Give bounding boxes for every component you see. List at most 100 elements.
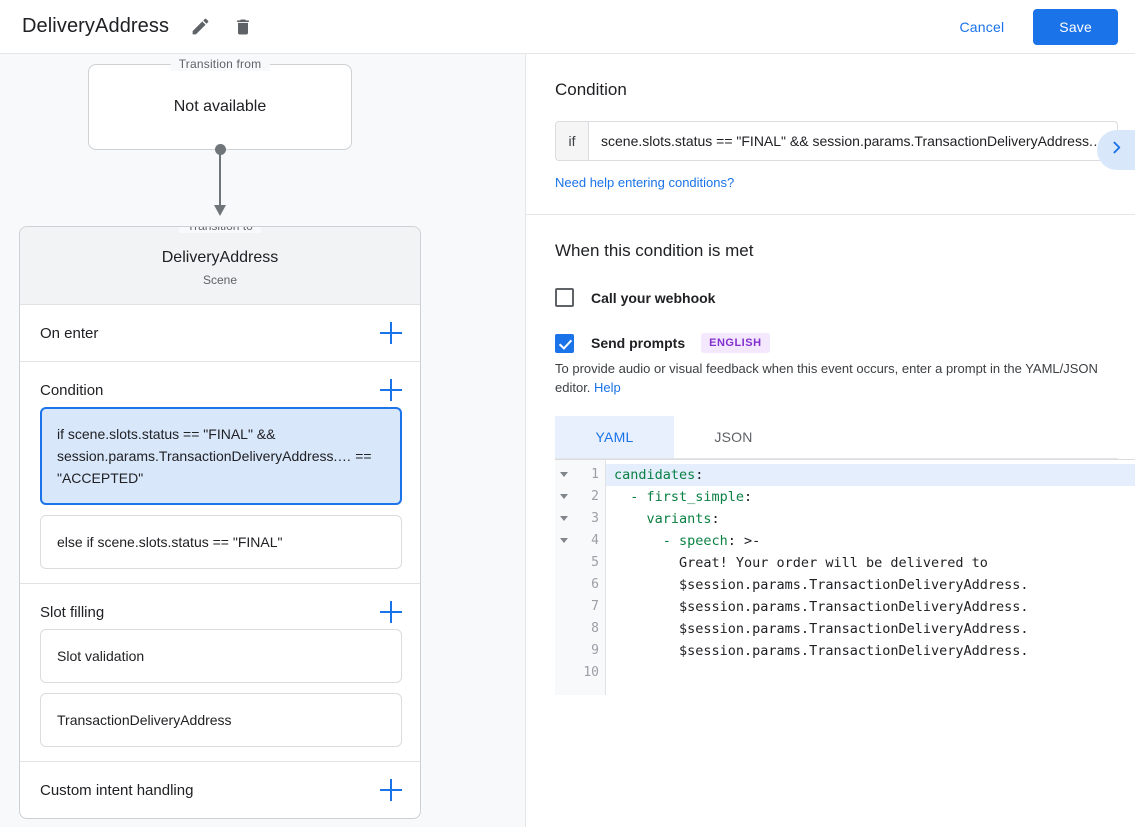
gutter-line-4: 4 xyxy=(555,530,605,552)
transition-to-title: DeliveryAddress xyxy=(161,249,279,266)
prompts-helper-text: To provide audio or visual feedback when… xyxy=(555,359,1118,397)
body-split: Transition from Not available Transition… xyxy=(0,54,1135,827)
tab-json[interactable]: JSON xyxy=(714,429,753,445)
condition-panel: Condition if Need help entering conditio… xyxy=(526,54,1135,215)
yaml-value: Great! Your order will be delivered to xyxy=(614,555,988,571)
send-prompts-checkbox[interactable] xyxy=(555,333,574,353)
yaml-key: - speech xyxy=(614,533,728,549)
expand-panel-button[interactable] xyxy=(1097,130,1135,170)
code-line-10[interactable] xyxy=(606,662,1135,684)
when-condition-met-title: When this condition is met xyxy=(555,241,754,260)
cancel-button[interactable]: Cancel xyxy=(947,10,1018,44)
condition-help-link[interactable]: Need help entering conditions? xyxy=(555,175,735,190)
transition-to-header[interactable]: DeliveryAddress Scene xyxy=(20,227,420,305)
gutter-line-10: 10 xyxy=(555,662,605,684)
section-body-condition: if scene.slots.status == "FINAL" && sess… xyxy=(20,407,420,583)
editor-code-area[interactable]: candidates: - first_simple: variants: - … xyxy=(606,460,1135,695)
section-header-condition[interactable]: Condition xyxy=(20,362,420,407)
condition-item[interactable]: else if scene.slots.status == "FINAL" xyxy=(40,515,402,569)
code-line-9[interactable]: $session.params.TransactionDeliveryAddre… xyxy=(606,640,1135,662)
section-title-custom-intent-handling: Custom intent handling xyxy=(40,781,194,799)
yaml-value: $session.params.TransactionDeliveryAddre… xyxy=(614,643,1029,659)
call-webhook-label: Call your webhook xyxy=(591,289,716,306)
page-title: DeliveryAddress xyxy=(22,15,170,37)
condition-panel-title: Condition xyxy=(555,80,627,99)
section-title-condition: Condition xyxy=(40,381,104,399)
call-webhook-checkbox[interactable] xyxy=(555,288,574,307)
section-title-slot-filling: Slot filling xyxy=(40,603,105,621)
gutter-line-8: 8 xyxy=(555,618,605,640)
webhook-row[interactable]: Call your webhook xyxy=(555,288,1135,307)
condition-item-selected[interactable]: if scene.slots.status == "FINAL" && sess… xyxy=(40,407,402,505)
save-button[interactable]: Save xyxy=(1033,8,1118,45)
line-number: 10 xyxy=(583,665,599,680)
transition-from-legend: Transition from xyxy=(170,57,270,71)
transition-graph: Transition from Not available Transition… xyxy=(0,54,525,819)
code-line-3[interactable]: variants: xyxy=(606,508,1135,530)
transition-to-card: Transition to DeliveryAddress Scene On e… xyxy=(19,226,421,819)
fold-triangle-icon[interactable] xyxy=(560,516,568,521)
code-line-4[interactable]: - speech: >- xyxy=(606,530,1135,552)
slot-item[interactable]: TransactionDeliveryAddress xyxy=(40,693,402,747)
section-header-custom-intent-handling[interactable]: Custom intent handling xyxy=(20,762,420,818)
left-pane: Transition from Not available Transition… xyxy=(0,54,526,827)
yaml-value: $session.params.TransactionDeliveryAddre… xyxy=(614,599,1029,615)
section-header-slot-filling[interactable]: Slot filling xyxy=(20,584,420,629)
gutter-line-7: 7 xyxy=(555,596,605,618)
prompts-help-link[interactable]: Help xyxy=(594,380,621,395)
slot-validation-item[interactable]: Slot validation xyxy=(40,629,402,683)
fold-triangle-icon[interactable] xyxy=(560,472,568,477)
yaml-value: $session.params.TransactionDeliveryAddre… xyxy=(614,621,1029,637)
add-slot-filling-button[interactable] xyxy=(380,601,402,623)
yaml-punct: : xyxy=(695,467,704,483)
code-line-6[interactable]: $session.params.TransactionDeliveryAddre… xyxy=(606,574,1135,596)
code-line-2[interactable]: - first_simple: xyxy=(606,486,1135,508)
line-number: 3 xyxy=(591,511,599,526)
gutter-line-1: 1 xyxy=(555,464,605,486)
code-line-1[interactable]: candidates: xyxy=(606,464,1135,486)
fold-triangle-icon[interactable] xyxy=(560,538,568,543)
fold-triangle-icon[interactable] xyxy=(560,494,568,499)
prompts-helper-sentence: To provide audio or visual feedback when… xyxy=(555,361,1098,395)
condition-input[interactable] xyxy=(589,122,1117,160)
yaml-punct: : >- xyxy=(727,533,761,549)
when-condition-met-panel: When this condition is met Call your web… xyxy=(526,215,1135,695)
yaml-key: - first_simple xyxy=(614,489,745,505)
chevron-right-icon xyxy=(1108,139,1125,161)
gutter-line-6: 6 xyxy=(555,574,605,596)
code-line-8[interactable]: $session.params.TransactionDeliveryAddre… xyxy=(606,618,1135,640)
line-number: 4 xyxy=(591,533,599,548)
add-custom-intent-button[interactable] xyxy=(380,779,402,801)
arrow-down-icon xyxy=(214,205,226,216)
add-condition-button[interactable] xyxy=(380,379,402,401)
section-custom-intent-handling: Custom intent handling xyxy=(20,762,420,818)
editor-format-tabs: YAML JSON xyxy=(555,416,1118,459)
send-prompts-row[interactable]: Send prompts ENGLISH xyxy=(555,333,1135,353)
section-title-on-enter: On enter xyxy=(40,324,99,342)
transition-from-card[interactable]: Transition from Not available xyxy=(88,57,352,150)
language-badge: ENGLISH xyxy=(701,333,770,353)
line-number: 1 xyxy=(591,467,599,482)
condition-if-prefix: if xyxy=(556,122,589,160)
yaml-key: variants xyxy=(614,511,712,527)
yaml-punct: : xyxy=(711,511,720,527)
section-header-on-enter[interactable]: On enter xyxy=(20,305,420,361)
transition-to-subtitle: Scene xyxy=(202,273,238,287)
connector-dot-icon xyxy=(214,144,226,155)
section-slot-filling: Slot filling Slot validation Transaction… xyxy=(20,584,420,762)
line-number: 6 xyxy=(591,577,599,592)
line-number: 7 xyxy=(591,599,599,614)
right-pane: Condition if Need help entering conditio… xyxy=(526,54,1135,827)
app-header: DeliveryAddress Cancel Save xyxy=(0,0,1135,54)
edit-title-button[interactable] xyxy=(183,10,217,44)
line-number: 8 xyxy=(591,621,599,636)
tab-yaml[interactable]: YAML xyxy=(555,416,674,458)
delete-button[interactable] xyxy=(226,10,260,44)
yaml-value: $session.params.TransactionDeliveryAddre… xyxy=(614,577,1029,593)
add-on-enter-button[interactable] xyxy=(380,322,402,344)
yaml-key: candidates xyxy=(614,467,696,483)
code-line-7[interactable]: $session.params.TransactionDeliveryAddre… xyxy=(606,596,1135,618)
code-line-5[interactable]: Great! Your order will be delivered to xyxy=(606,552,1135,574)
trash-icon xyxy=(233,17,253,37)
